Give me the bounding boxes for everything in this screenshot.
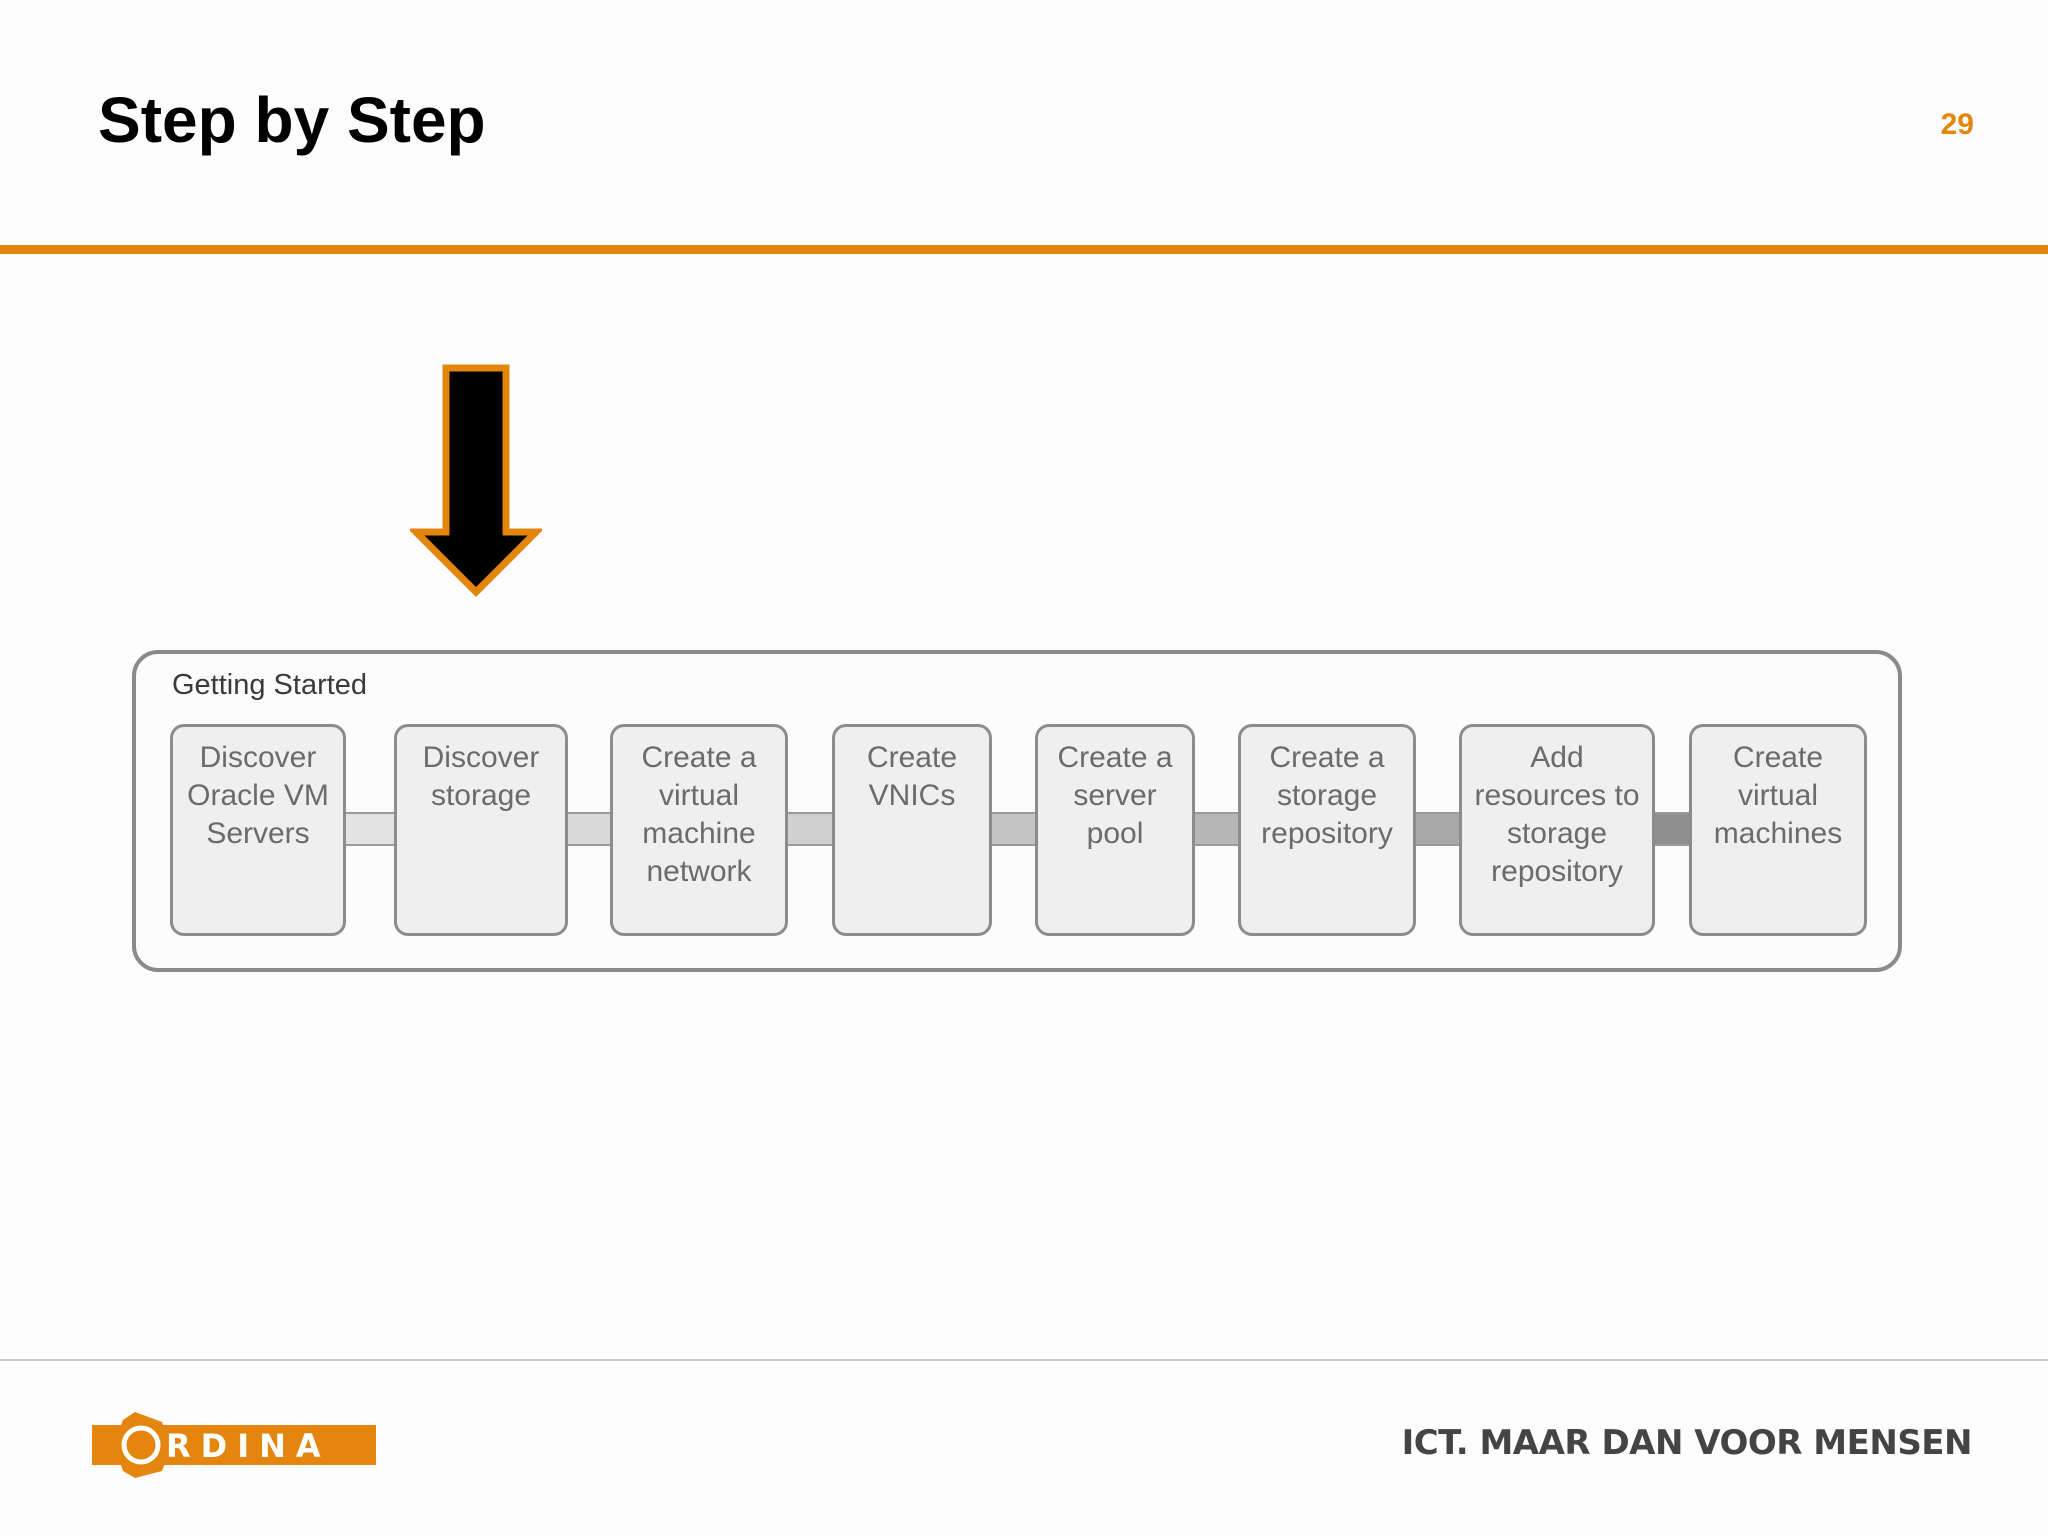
step-label-line: Discover xyxy=(199,741,317,774)
step-connector xyxy=(784,812,836,846)
step-box: Add resources to storage repository xyxy=(1459,724,1655,936)
step-box: Create a storage repository xyxy=(1238,724,1416,936)
footer-tagline: ICT. MAAR DAN VOOR MENSEN xyxy=(1401,1423,1973,1463)
step-label-line: repository xyxy=(1491,855,1623,888)
step-box: Create a virtual machine network xyxy=(610,724,788,936)
step-box: Create a server pool xyxy=(1035,724,1195,936)
step-label-line: Create xyxy=(866,741,958,774)
step-label-line: virtual xyxy=(658,779,740,812)
step-label-line: virtual xyxy=(1737,779,1819,812)
step-label-line: Discover xyxy=(422,741,540,774)
step-label-line: Create a xyxy=(641,741,757,774)
svg-text:RDINA: RDINA xyxy=(166,1427,331,1465)
step-label-line: Oracle VM xyxy=(187,779,329,812)
step-label-line: Create xyxy=(1732,741,1824,774)
step-connector xyxy=(1412,812,1463,846)
step-connector xyxy=(564,812,614,846)
step-label-line: pool xyxy=(1086,817,1144,850)
step-label-line: machine xyxy=(642,817,756,850)
step-label-line: machines xyxy=(1713,817,1843,850)
step-connector xyxy=(1651,812,1693,846)
step-label-line: storage xyxy=(430,779,532,812)
step-label-line: storage xyxy=(1276,779,1378,812)
step-label-line: VNICs xyxy=(868,779,956,812)
footer-rule xyxy=(0,1359,2048,1361)
step-label-line: Add xyxy=(1530,741,1584,774)
slide-title: Step by Step xyxy=(98,84,486,156)
step-label-line: Create a xyxy=(1269,741,1385,774)
ordina-logo: RDINA xyxy=(92,1412,376,1478)
header-rule xyxy=(0,245,2048,254)
step-label-line: server xyxy=(1073,779,1157,812)
step-connector xyxy=(342,812,398,846)
step-label-line: resources to xyxy=(1474,779,1640,812)
step-box: Discover storage xyxy=(394,724,568,936)
step-connector xyxy=(1191,812,1242,846)
step-label-line: Create a xyxy=(1057,741,1173,774)
down-arrow-icon xyxy=(410,364,542,597)
step-label-line: Servers xyxy=(206,817,310,850)
step-label-line: network xyxy=(646,855,752,888)
step-connector xyxy=(988,812,1039,846)
step-box: Create virtual machines xyxy=(1689,724,1867,936)
step-label-line: storage xyxy=(1506,817,1608,850)
page-number: 29 xyxy=(1940,108,1974,141)
getting-started-label: Getting Started xyxy=(172,669,368,701)
step-label-line: repository xyxy=(1261,817,1393,850)
